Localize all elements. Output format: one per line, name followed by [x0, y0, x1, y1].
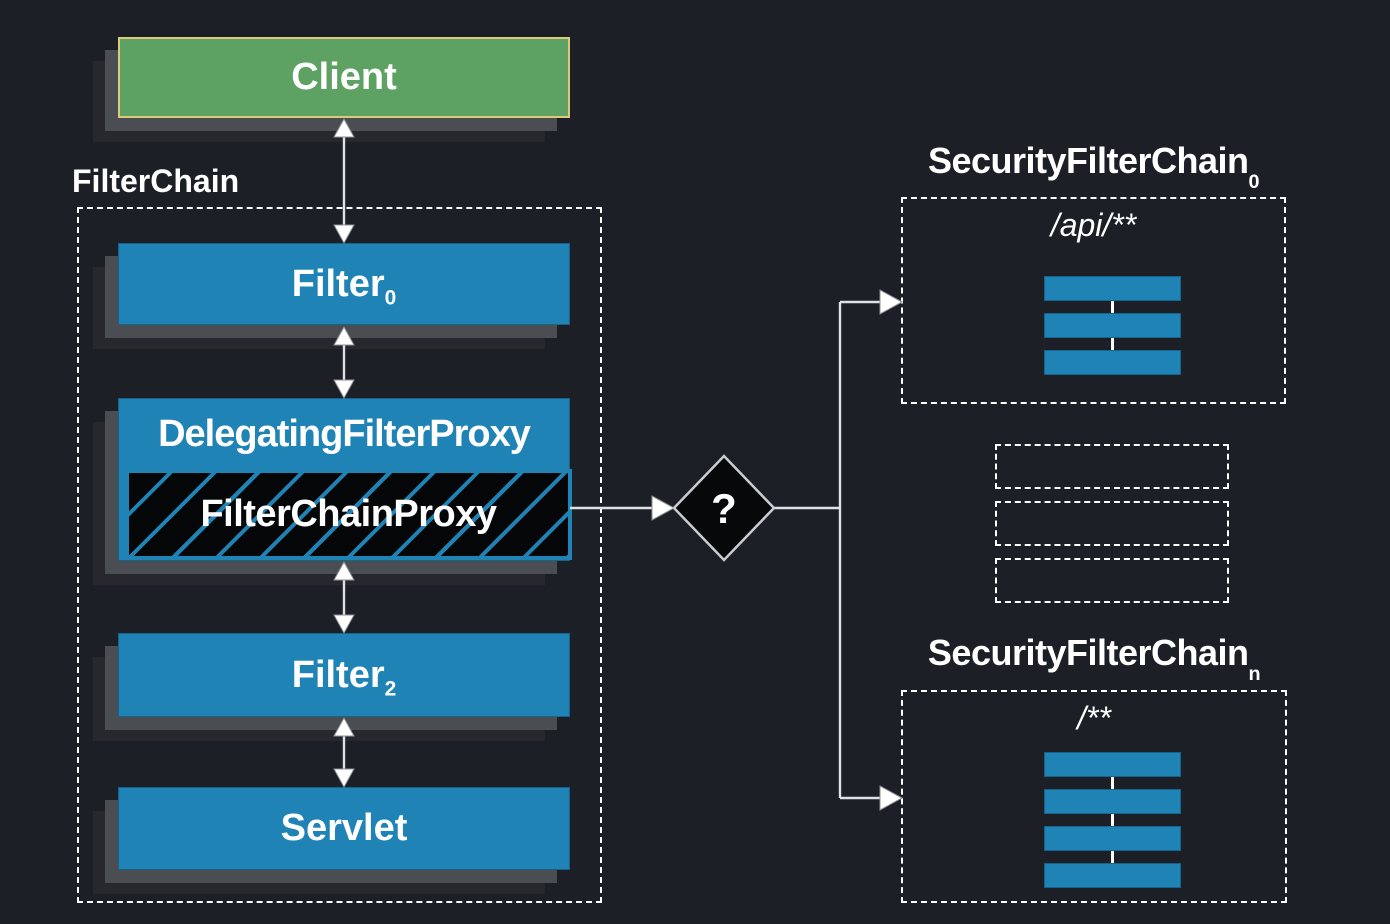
filter-bar: [1044, 752, 1181, 777]
filter-chain-proxy-box: FilterChainProxy: [125, 469, 572, 560]
filter0-label-text: Filter: [291, 262, 385, 305]
arrowhead-up-client: [333, 117, 355, 138]
filter2-label-text: Filter: [291, 653, 385, 696]
bar-connector: [1111, 851, 1114, 863]
security-filter-chain-n-box: /**: [901, 690, 1287, 903]
filter0-box: Filter0: [118, 243, 570, 325]
client-box: Client: [118, 37, 570, 118]
arrowhead-into-chain-n: [879, 785, 904, 811]
client-label: Client: [291, 56, 397, 98]
ellipsis-chain-placeholder: [995, 558, 1229, 603]
filter-bar: [1044, 789, 1181, 814]
ellipsis-chain-placeholder: [995, 501, 1229, 546]
security-filter-chain-n-url-pattern: /**: [1077, 700, 1111, 736]
filter2-box: Filter2: [118, 633, 570, 717]
security-filter-chain-0-bars: [1044, 276, 1181, 375]
filter0-subscript: 0: [384, 286, 397, 310]
security-filter-chain-0-label-text: SecurityFilterChain: [927, 140, 1249, 181]
security-filter-chain-0-box: /api/**: [901, 197, 1286, 404]
filter0-label: Filter0: [291, 262, 397, 310]
security-filter-chain-n-label-text: SecurityFilterChain: [927, 632, 1249, 673]
arrowhead-into-diamond: [651, 495, 676, 521]
security-filter-chain-0-url-pattern: /api/**: [1050, 207, 1137, 243]
filter2-subscript: 2: [384, 677, 397, 701]
filter-bar: [1044, 350, 1181, 375]
decision-diamond: [672, 454, 776, 562]
filterchain-label: FilterChain: [72, 163, 240, 199]
delegating-filter-proxy-label: DelegatingFilterProxy: [158, 412, 531, 455]
bar-connector: [1111, 814, 1114, 826]
filter-chain-proxy-label: FilterChainProxy: [200, 493, 497, 535]
filterchain-dashed-outline: [77, 207, 602, 903]
ellipsis-chain-placeholders: [995, 444, 1229, 615]
filter-bar: [1044, 826, 1181, 851]
decision-question-mark: ?: [711, 485, 737, 532]
servlet-label: Servlet: [280, 807, 408, 849]
ellipsis-chain-placeholder: [995, 444, 1229, 489]
filter-bar: [1044, 313, 1181, 338]
filter2-label: Filter2: [291, 653, 397, 701]
bar-connector: [1111, 338, 1114, 350]
filter-bar: [1044, 276, 1181, 301]
bar-connector: [1111, 777, 1114, 789]
security-filter-chain-n-bars: [1044, 752, 1181, 888]
servlet-box: Servlet: [118, 787, 570, 870]
filter-bar: [1044, 863, 1181, 888]
bar-connector: [1111, 301, 1114, 313]
delegating-filter-proxy-box: DelegatingFilterProxy FilterChainProxy: [118, 398, 572, 561]
arrowhead-into-chain0: [879, 289, 904, 315]
